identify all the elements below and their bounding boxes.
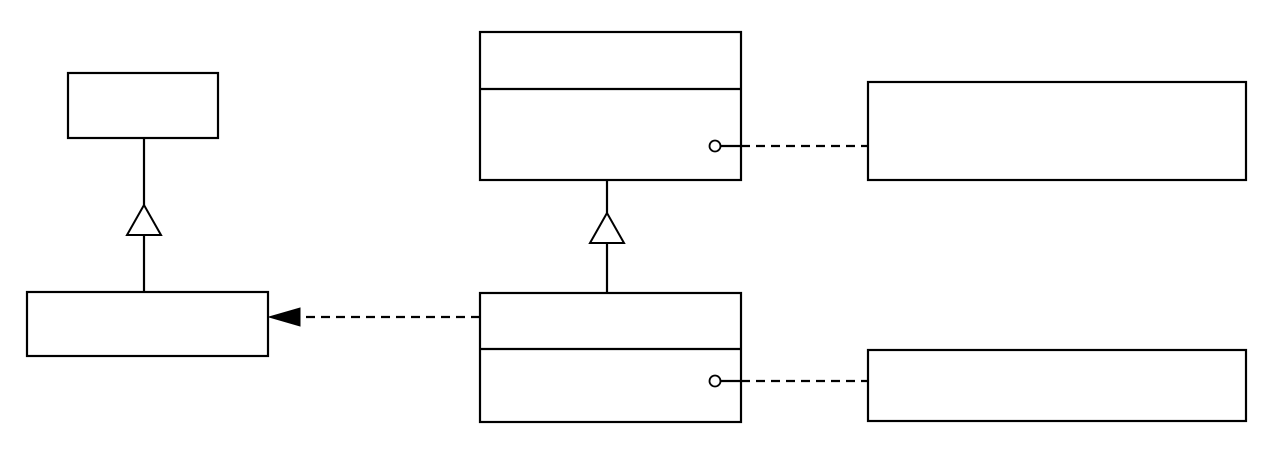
top-right-note bbox=[866, 80, 1248, 182]
top-center-class bbox=[478, 30, 743, 182]
annotation-link-top bbox=[708, 139, 868, 153]
small-circle-endpoint bbox=[708, 374, 722, 388]
hollow-triangle-arrowhead bbox=[588, 210, 626, 244]
generalization-center bbox=[588, 180, 626, 293]
annotation-link-bottom bbox=[708, 374, 868, 388]
top-left-class bbox=[66, 71, 220, 140]
hollow-triangle-arrowhead bbox=[125, 202, 163, 236]
filled-triangle-arrowhead bbox=[267, 307, 301, 327]
dependency-arrow bbox=[267, 307, 480, 327]
generalization-left bbox=[125, 138, 163, 292]
bottom-center-class bbox=[478, 291, 743, 424]
bottom-left-class bbox=[25, 290, 270, 358]
bottom-right-note bbox=[866, 348, 1248, 423]
small-circle-endpoint bbox=[708, 139, 722, 153]
